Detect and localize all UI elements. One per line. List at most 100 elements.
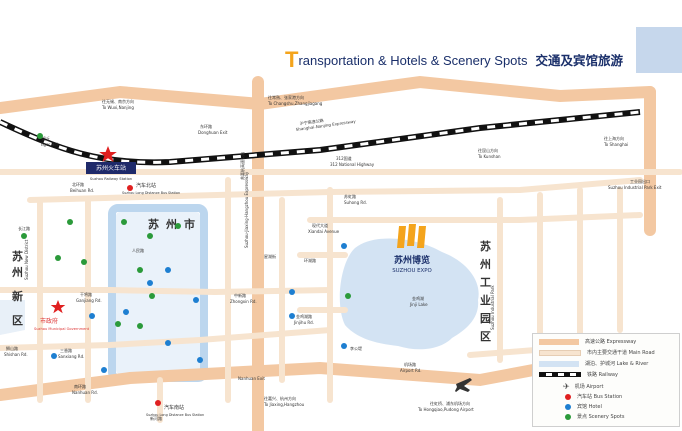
jinji-lake [339, 238, 479, 350]
legend-railway-cn: 铁路 [587, 372, 598, 378]
dir-hongqiao-cn: 往虹桥、浦东机场方向 [430, 400, 470, 406]
hotel-icon[interactable] [51, 353, 57, 359]
expo-logo-bar-1 [397, 226, 406, 248]
hotel-icon[interactable] [289, 313, 295, 319]
xiandai-en: Xiandai Avenue [308, 229, 340, 234]
nanhuan-cn: 南环路 [74, 383, 86, 389]
gov-cn: 市政府 [40, 317, 58, 325]
north-bus-station[interactable]: 汽车北站 Suzhou Long Distance Bus Station [122, 182, 180, 195]
suhong-en: Suhong Rd. [344, 200, 367, 205]
sip-cn-1: 苏 [480, 239, 491, 253]
south-bus-station[interactable]: 汽车南站 Suzhou Long Distance Bus Station [146, 400, 204, 417]
new-district-cn-2: 州 [11, 266, 23, 279]
railway-station-box [86, 162, 136, 174]
railway-station[interactable]: 苏州火车站 Suzhou Railway Station [86, 146, 136, 181]
railway-station-cn: 苏州火车站 [96, 164, 126, 172]
title-cn: 交通及宾馆旅游 [535, 53, 624, 68]
legend-swatch-mainroad [539, 349, 581, 356]
title-first-letter: T [285, 47, 299, 72]
ganjiang-en: Ganjiang Rd. [76, 298, 102, 303]
hotel-icon[interactable] [341, 343, 347, 349]
legend-mainroad-en: Main Road [628, 349, 655, 356]
sip-cn-5: 园 [480, 312, 491, 325]
zhongxin-en: Zhongxin Rd. [230, 299, 257, 304]
railway-station-en: Suzhou Railway Station [90, 177, 132, 181]
hotel-icon[interactable] [165, 340, 171, 346]
changjiang-cn: 长江路 [18, 225, 30, 231]
shishan-en: Shishan Rd. [4, 352, 28, 357]
north-bus-cn: 汽车北站 [136, 182, 156, 189]
expo-en: SUZHOU EXPO [392, 268, 432, 274]
legend-scenery-cn: 景点 [577, 414, 588, 420]
scenery-icon[interactable] [121, 219, 127, 225]
beihuan-en: Beihuan Rd. [70, 188, 94, 193]
scenery-icon[interactable] [115, 321, 121, 327]
title-en: ransportation & Hotels & Scenery Spots [298, 53, 528, 68]
legend-lake-cn: 湖泊、护城河 [585, 361, 616, 367]
scenery-markers [21, 133, 351, 329]
huanhu-cn: 环湖路 [304, 257, 316, 263]
huqiu-en: Tiger Hill [39, 142, 58, 147]
city-cn-2: 州 [165, 218, 177, 231]
legend-lake-en: Lake & River [616, 360, 649, 367]
bus-station-icon [565, 393, 571, 400]
legend-mainroad: 市内主要交通干道 Main Road [539, 348, 655, 357]
scenery-icon[interactable] [137, 323, 143, 329]
hotel-icon[interactable] [89, 313, 95, 319]
beihuan-cn: 北环路 [72, 181, 84, 187]
legend-bus: 汽车站 Bus Station [565, 392, 622, 401]
gov-en: Suzhou Municipal Government [34, 327, 90, 331]
south-bus-en: Suzhou Long Distance Bus Station [146, 413, 204, 417]
hotel-icon[interactable] [193, 297, 199, 303]
hotel-icon[interactable] [147, 280, 153, 286]
legend-swatch-railway [539, 372, 581, 377]
legend-swatch-lake [539, 360, 579, 367]
legend-scenery: 景点 Scenery Spots [565, 412, 624, 421]
hotel-icon[interactable] [197, 357, 203, 363]
nanhuan-en: Nanhuan Rd. [72, 390, 98, 395]
legend-mainroad-cn: 市内主要交通干道 [587, 350, 628, 356]
xiandai-cn: 现代大道 [312, 222, 328, 228]
dir-kunshan-cn: 往昆山方向 [478, 147, 498, 153]
north-bus-en: Suzhou Long Distance Bus Station [122, 191, 180, 195]
legend-lake: 湖泊、护城河 Lake & River [539, 359, 648, 368]
scenery-icon[interactable] [55, 255, 61, 261]
dir-wuxi-en: To Wuxi,Nanjing [101, 105, 134, 110]
sunan-exp-cn: 苏嘉杭高速公路 [239, 152, 245, 180]
dir-changshu-cn: 往常熟、张家港方向 [268, 94, 304, 100]
huqiu-cn: 虎丘 [42, 135, 50, 141]
hotel-icon[interactable] [165, 267, 171, 273]
scenery-icon[interactable] [147, 233, 153, 239]
dir-hongqiao-en: To Hongqiao,Pudong Airport [417, 407, 474, 412]
suhong-cn: 苏虹路 [344, 193, 356, 199]
scenery-icon[interactable] [149, 293, 155, 299]
legend-bus-cn: 汽车站 [577, 394, 593, 400]
legend-hotel-en: Hotel [588, 403, 602, 410]
new-district-cn-3: 新 [12, 289, 23, 303]
hotel-icon[interactable] [341, 243, 347, 249]
jinjihu-cn: 金鸡湖 [412, 295, 424, 301]
zhongxin-cn: 中新路 [234, 292, 246, 298]
airport-rd-cn: 机场路 [404, 361, 416, 367]
hotel-icon[interactable] [101, 367, 107, 373]
hotel-icon[interactable] [289, 289, 295, 295]
scenery-icon[interactable] [81, 259, 87, 265]
corner-accent-block [636, 27, 682, 73]
dir-jiaxing-cn: 往嘉兴、杭州方向 [264, 395, 296, 401]
scenery-icon[interactable] [175, 223, 181, 229]
scenery-icon[interactable] [137, 267, 143, 273]
railway-line-dash [0, 110, 641, 164]
legend-railway: 铁路 Railway [539, 370, 618, 379]
hotel-icon[interactable] [123, 309, 129, 315]
scenery-icon[interactable] [345, 293, 351, 299]
scenery-icon[interactable] [67, 219, 73, 225]
scenery-icon[interactable] [21, 233, 27, 239]
municipal-government[interactable]: 市政府 Suzhou Municipal Government [34, 300, 90, 331]
suzhou-expo[interactable]: 苏州博览 SUZHOU EXPO [392, 224, 432, 274]
map-legend: 高速公路 Expressway 市内主要交通干道 Main Road 湖泊、护城… [532, 333, 680, 427]
scenery-icon[interactable] [37, 133, 43, 139]
legend-expressway-cn: 高速公路 [585, 339, 606, 345]
dir-kunshan-en: To Kunshan [477, 154, 501, 159]
dir-changshu-en: To Changshu,Zhangjiagang [267, 101, 323, 106]
